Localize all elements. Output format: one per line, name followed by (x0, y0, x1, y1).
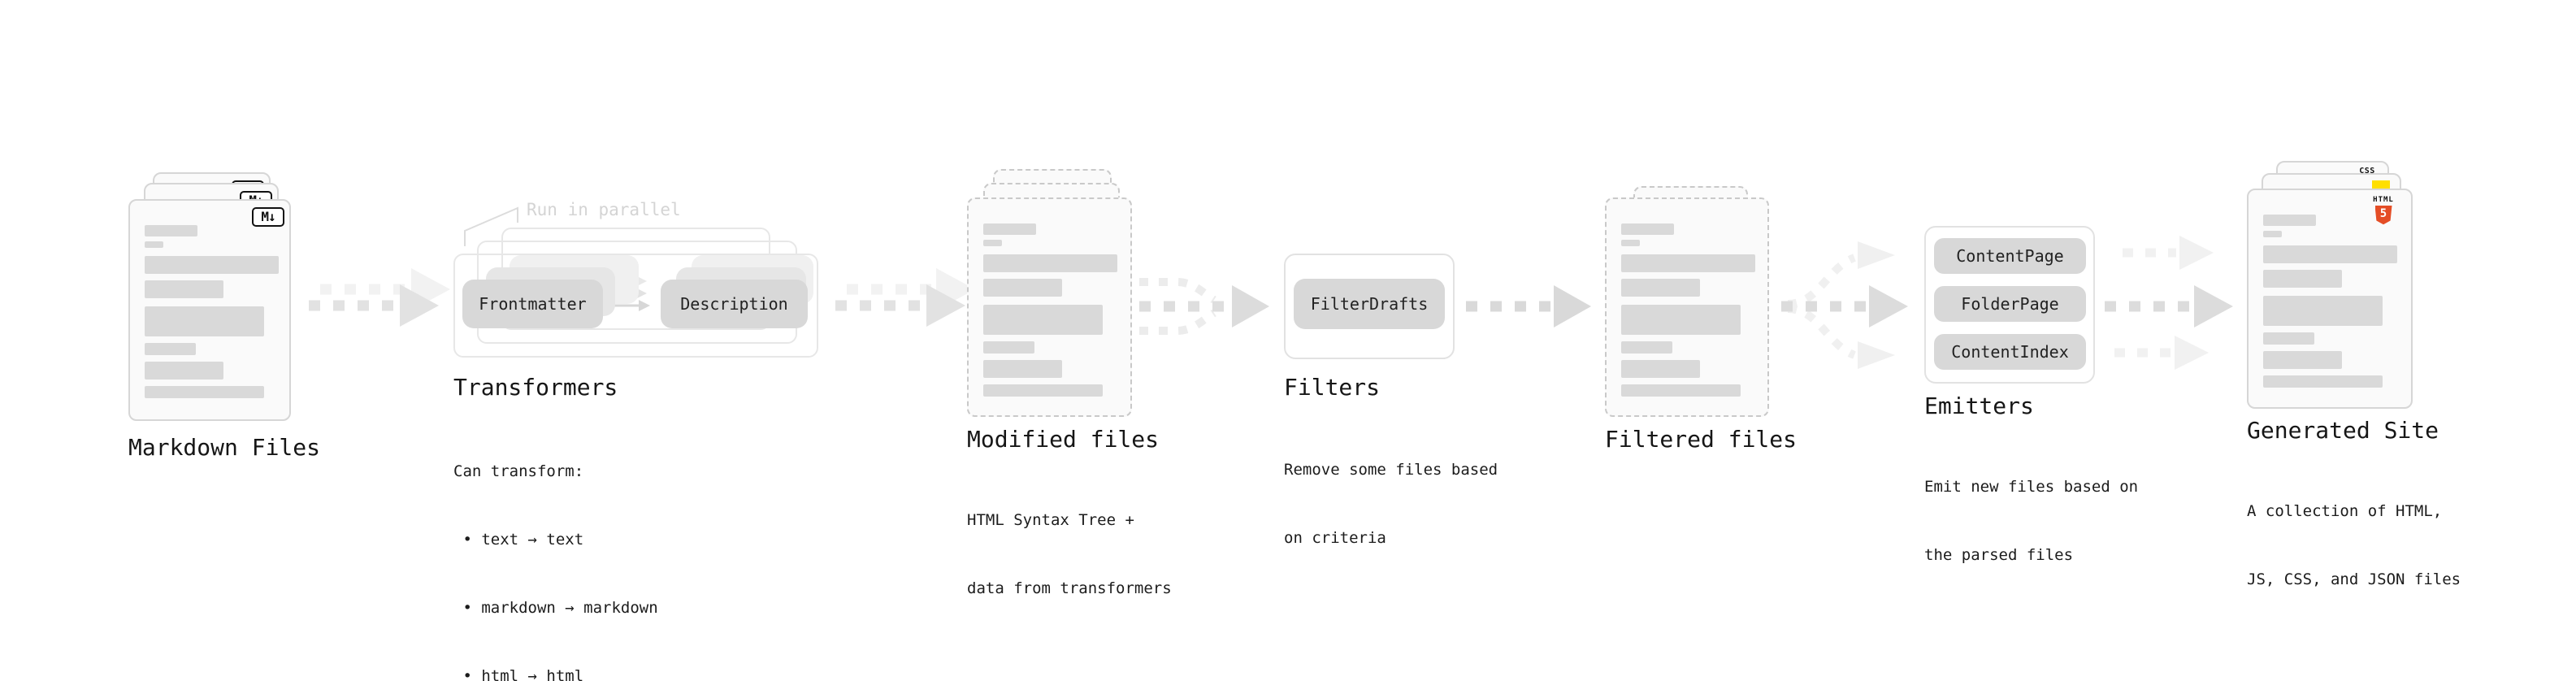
text-line-placeholder (983, 254, 1117, 272)
text-line-placeholder (145, 343, 196, 355)
arrow-markdown-to-transformers (309, 268, 450, 327)
text-line-placeholder (145, 386, 264, 398)
filters-caption: Remove some files based on criteria (1284, 413, 1498, 595)
caption-line: on criteria (1284, 529, 1386, 547)
text-line-placeholder (2263, 231, 2282, 237)
emitters-box: ContentPage FolderPage ContentIndex (1924, 226, 2095, 384)
modified-files-caption: HTML Syntax Tree + data from transformer… (967, 463, 1172, 645)
text-line-placeholder (145, 306, 264, 336)
filtered-file-card (1605, 197, 1769, 417)
arrow-filters-to-filtered (1466, 285, 1591, 327)
text-line-placeholder (983, 223, 1036, 235)
text-line-placeholder (1621, 223, 1674, 235)
filters-label: Filters (1284, 374, 1381, 401)
transformers-outline-front (453, 254, 818, 358)
description-button: Description (661, 280, 808, 328)
markdown-icon: M↓ (252, 207, 284, 227)
text-line-placeholder (1621, 305, 1741, 335)
text-line-placeholder (145, 256, 279, 274)
caption-line: Remove some files based (1284, 461, 1498, 479)
text-line-placeholder (2263, 296, 2383, 326)
caption-line: • markdown → markdown (453, 599, 658, 617)
text-line-placeholder (983, 305, 1103, 335)
arrow-emitters-to-generated (2105, 236, 2233, 370)
caption-line: • html → html (453, 667, 584, 681)
text-line-placeholder (145, 280, 223, 298)
text-line-placeholder (145, 225, 197, 236)
text-line-placeholder (983, 341, 1034, 354)
generated-file-card-front: HTML 5 (2247, 189, 2413, 409)
caption-line: • text → text (453, 531, 584, 549)
emitters-caption: Emit new files based on the parsed files (1924, 430, 2138, 612)
caption-line: JS, CSS, and JSON files (2247, 570, 2461, 588)
html5-icon: HTML 5 (2367, 197, 2400, 225)
caption-line: HTML Syntax Tree + (967, 511, 1134, 529)
markdown-file-card-front: M↓ (128, 199, 291, 421)
frontmatter-button: Frontmatter (462, 280, 603, 328)
text-line-placeholder (2263, 375, 2383, 388)
text-line-placeholder (1621, 360, 1700, 378)
caption-line: data from transformers (967, 579, 1172, 597)
caption-line: Can transform: (453, 462, 584, 480)
modified-files-label: Modified files (967, 426, 1160, 453)
text-line-placeholder (2263, 270, 2342, 288)
text-line-placeholder (1621, 279, 1700, 297)
text-line-placeholder (2263, 351, 2342, 369)
emitters-label: Emitters (1924, 393, 2034, 419)
text-line-placeholder (145, 362, 223, 380)
text-line-placeholder (1621, 341, 1672, 354)
text-line-placeholder (145, 241, 163, 248)
text-line-placeholder (1621, 254, 1755, 272)
contentpage-button: ContentPage (1934, 238, 2086, 274)
markdown-files-label: Markdown Files (128, 434, 321, 461)
run-in-parallel-annotation: Run in parallel (527, 200, 681, 219)
text-line-placeholder (2263, 332, 2314, 345)
text-line-placeholder (1621, 240, 1640, 246)
arrow-transformers-to-modified (835, 268, 975, 327)
caption-line: Emit new files based on (1924, 478, 2139, 496)
caption-line: A collection of HTML, (2247, 502, 2443, 520)
text-line-placeholder (2263, 245, 2397, 263)
html5-icon-text: HTML (2373, 196, 2394, 204)
folderpage-button: FolderPage (1934, 286, 2086, 322)
arrow-modified-to-filters (1139, 278, 1269, 335)
text-line-placeholder (983, 240, 1002, 246)
text-line-placeholder (983, 360, 1062, 378)
filters-box: FilterDrafts (1284, 254, 1455, 359)
generated-site-caption: A collection of HTML, JS, CSS, and JSON … (2247, 454, 2461, 636)
transformers-label: Transformers (453, 374, 618, 401)
text-line-placeholder (983, 384, 1103, 397)
filtered-files-label: Filtered files (1605, 426, 1798, 453)
css-icon-text: CSS (2359, 167, 2375, 176)
filterdrafts-button: FilterDrafts (1294, 279, 1445, 329)
text-line-placeholder (2263, 215, 2316, 226)
transformers-caption: Can transform: • text → text • markdown … (453, 414, 658, 681)
text-line-placeholder (983, 279, 1062, 297)
generated-site-label: Generated Site (2247, 417, 2439, 444)
arrow-filtered-to-emitters (1781, 241, 1908, 369)
caption-line: the parsed files (1924, 546, 2074, 564)
modified-file-card (967, 197, 1132, 417)
text-line-placeholder (1621, 384, 1741, 397)
contentindex-button: ContentIndex (1934, 334, 2086, 370)
html5-icon-shield: 5 (2374, 206, 2392, 225)
